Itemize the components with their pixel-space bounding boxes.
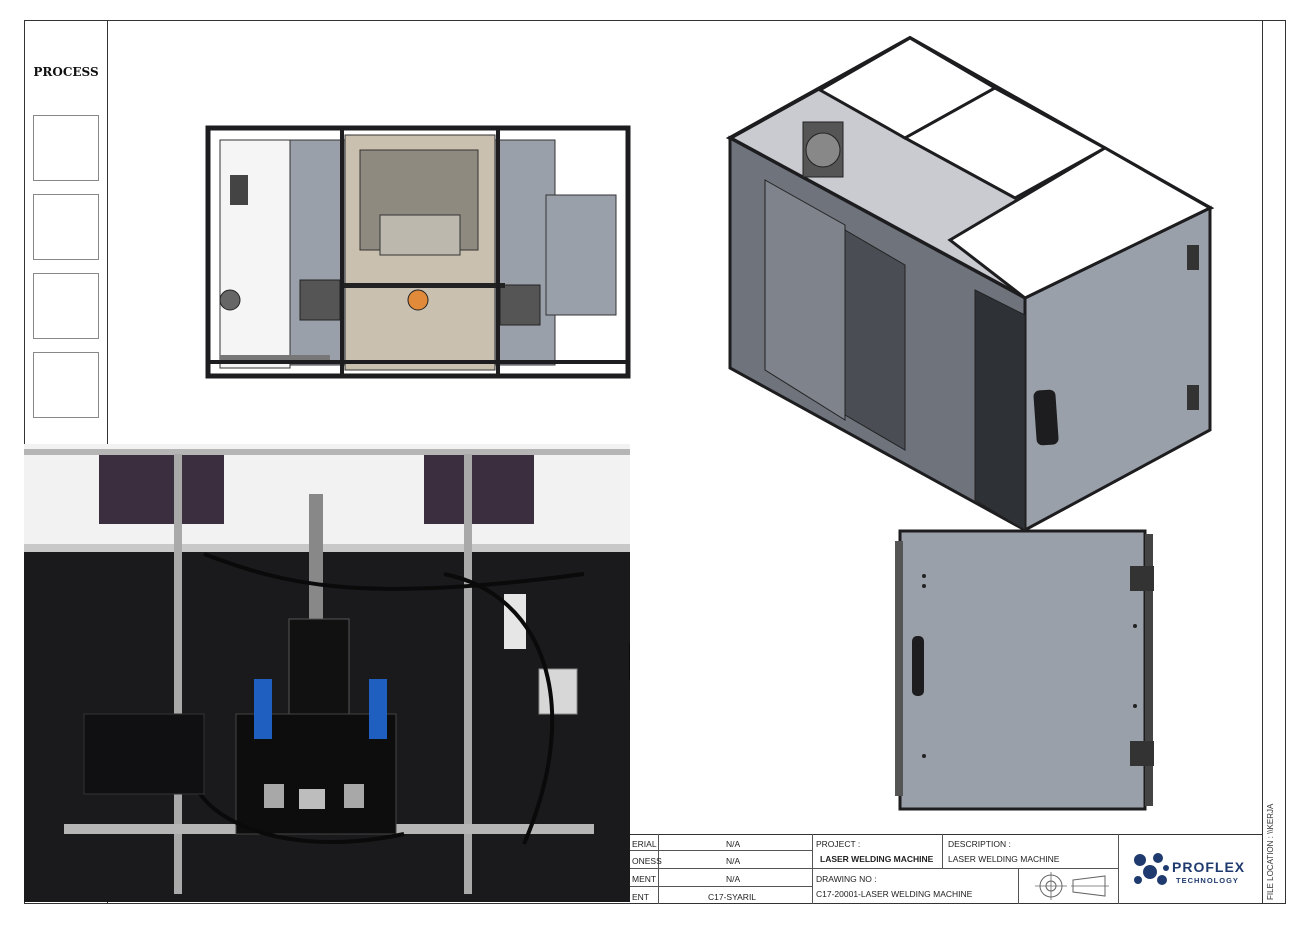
treatment-label: MENT <box>632 874 657 884</box>
description-value: LASER WELDING MACHINE <box>948 854 1060 864</box>
description-label: DESCRIPTION : <box>948 839 1011 849</box>
client-value: C17-SYARIL <box>708 892 757 902</box>
process-column: PROCESS <box>24 20 108 904</box>
machine-photo <box>24 444 630 902</box>
process-box-3 <box>33 273 99 339</box>
material-label: ERIAL <box>632 839 657 849</box>
proflex-logo-icon <box>1134 853 1169 885</box>
project-label: PROJECT : <box>816 839 861 849</box>
brand-subtitle: TECHNOLOGY <box>1176 876 1239 885</box>
right-margin-strip <box>1262 20 1286 904</box>
projection-symbol-icon <box>1035 872 1109 900</box>
file-location-label: FILE LOCATION : \\KERJA <box>1266 803 1275 900</box>
process-title: PROCESS <box>33 65 99 79</box>
top-view-drawing <box>205 125 631 379</box>
side-view-drawing <box>895 529 1154 811</box>
project-value: LASER WELDING MACHINE <box>820 854 934 864</box>
treatment-value: N/A <box>726 874 741 884</box>
thickness-value: N/A <box>726 856 741 866</box>
material-value: N/A <box>726 839 741 849</box>
process-box-4 <box>33 352 99 418</box>
thickness-label: ONESS <box>632 856 662 866</box>
drawing-no-label: DRAWING NO : <box>816 874 877 884</box>
process-box-2 <box>33 194 99 260</box>
drawing-no-value: C17-20001-LASER WELDING MACHINE <box>816 889 973 899</box>
machine-photo-illustration <box>24 444 630 902</box>
brand-name: PROFLEX <box>1172 859 1246 875</box>
title-block <box>620 834 1262 905</box>
process-box-1 <box>33 115 99 181</box>
isometric-view-drawing <box>725 35 1215 533</box>
client-label: ENT <box>632 892 649 902</box>
